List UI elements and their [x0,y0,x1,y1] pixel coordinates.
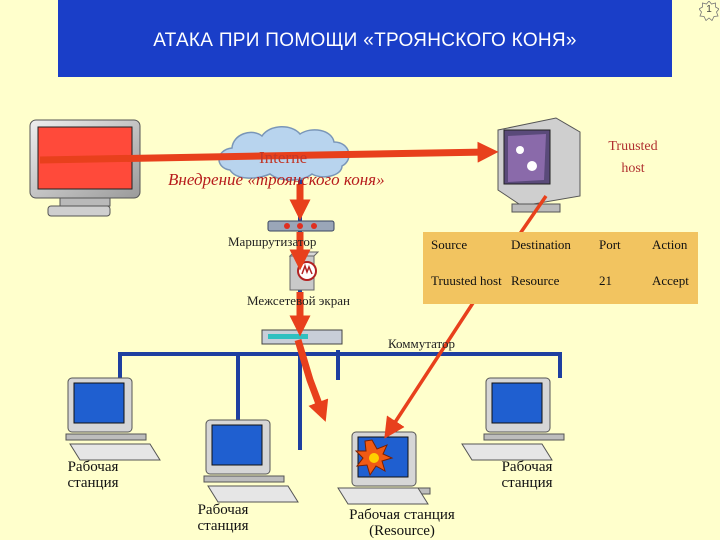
internet-label: Interne [259,148,308,167]
trusted-host-label: Truusted host [608,139,658,176]
workstation-label-3: Рабочая станция (Resource) [349,507,455,539]
firewall-icon [288,251,320,291]
table-cell: Resource [511,273,560,288]
table-header-cell: Action [652,237,688,252]
workstation-label-1: Рабочая станция [67,459,119,491]
table-header-cell: Source [431,237,468,252]
firewall-rule-table: Source Destination Port Action Truusted … [423,232,698,304]
workstation-label-4: Рабочая станция [501,459,553,491]
router-label: Маршрутизатор [228,234,317,249]
table-cell: Truusted host [431,273,502,288]
table-header-row: Source Destination Port Action [423,232,698,268]
trojan-burst-icon [354,439,394,477]
workstation-label-2: Рабочая станция [197,502,249,534]
table-header-cell: Port [599,237,621,252]
title-bar: АТАКА ПРИ ПОМОЩИ «ТРОЯНСКОГО КОНЯ» [58,0,672,77]
arrow-switch-to-resource [294,338,329,422]
page-number: 1 [706,4,712,15]
workstation-icon-2 [203,419,299,503]
trusted-host-monitor-icon [497,117,581,213]
table-header-cell: Destination [511,237,571,252]
gear-icon [698,0,720,22]
firewall-label: Межсетевой экран [247,293,350,308]
trojan-injection-label: Внедрение «троянского коня» [168,170,385,189]
slide-title: АТАКА ПРИ ПОМОЩИ «ТРОЯНСКОГО КОНЯ» [153,30,577,51]
table-cell: 21 [599,273,612,288]
router-icon [267,220,335,232]
arrow-attacker-to-trusted-host [39,141,499,164]
page-number-badge: 1 [698,0,720,22]
attacker-monitor-icon [29,119,141,217]
table-row: Truusted host Resource 21 Accept [423,268,698,304]
workstation-icon-4 [461,377,565,461]
workstation-icon-1 [65,377,161,461]
switch-label: Коммутатор [388,336,456,351]
table-cell: Accept [652,273,689,288]
